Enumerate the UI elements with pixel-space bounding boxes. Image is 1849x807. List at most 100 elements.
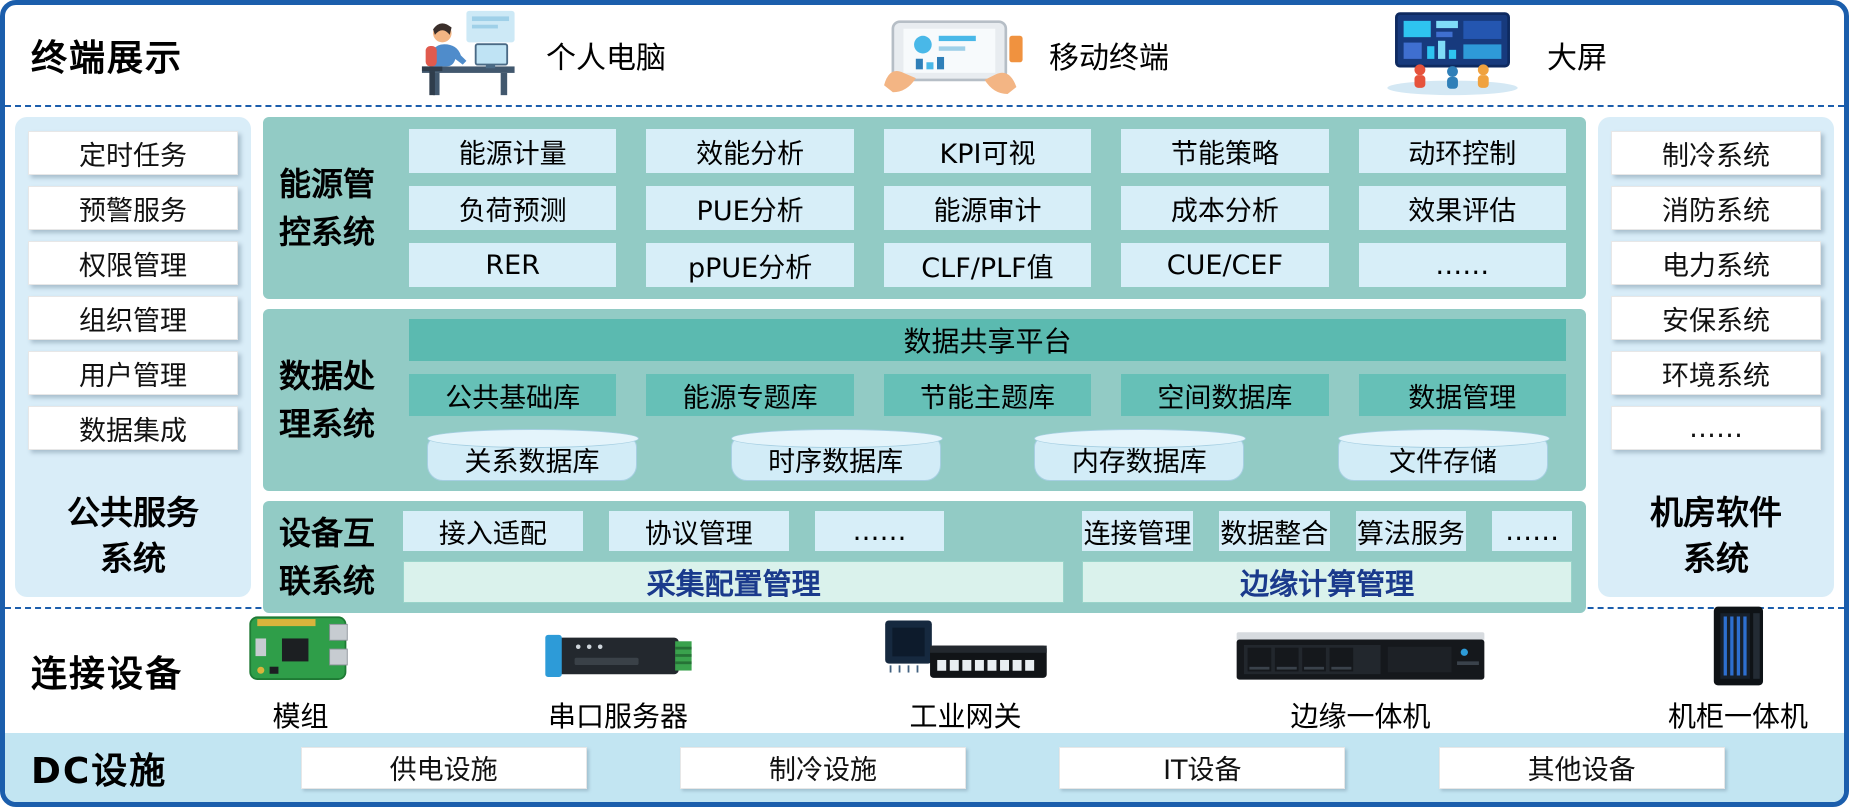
device-item-label: 模组 — [272, 700, 329, 733]
data-repository: 公共基础库 — [409, 374, 617, 416]
device-feature: …… — [814, 511, 945, 551]
big-screen-icon — [1380, 10, 1525, 100]
public-services-panel-label: 公共服务 系统 — [67, 493, 199, 579]
device-item-label: 边缘一体机 — [1290, 700, 1431, 733]
collection-config-group-bar: 采集配置管理 — [403, 561, 1065, 603]
energy-feature: 成本分析 — [1121, 186, 1329, 230]
connected-devices-row: 连接设备 模组 — [5, 606, 1844, 733]
data-sharing-platform-bar: 数据共享平台 — [409, 319, 1566, 361]
database-label: 时序数据库 — [768, 446, 904, 478]
energy-system-label: 能源管 控系统 — [279, 165, 376, 251]
device-system-label: 设备互 联系统 — [279, 514, 376, 600]
device-feature: 数据整合 — [1218, 511, 1330, 551]
energy-feature: RER — [409, 243, 617, 287]
middle-zone: 定时任务 预警服务 权限管理 组织管理 用户管理 数据集成 公共服务 系统 能源… — [5, 107, 1844, 613]
energy-feature: KPI可视 — [883, 129, 1092, 173]
terminal-item-label: 大屏 — [1546, 41, 1607, 76]
module-board-icon — [243, 612, 358, 691]
energy-feature: pPUE分析 — [646, 243, 854, 287]
dc-facility-item: IT设备 — [1059, 746, 1346, 789]
edge-computing-column: 连接管理 数据整合 算法服务 …… 边缘计算管理 — [1082, 509, 1572, 605]
serial-server-icon — [538, 623, 698, 691]
machine-room-item: 安保系统 — [1611, 296, 1821, 340]
database-label: 文件存储 — [1388, 446, 1497, 478]
device-feature: 接入适配 — [403, 511, 583, 551]
data-repository-row: 公共基础库 能源专题库 节能主题库 空间数据库 数据管理 — [409, 374, 1566, 416]
data-repository: 能源专题库 — [646, 374, 854, 416]
devices-row-label: 连接设备 — [31, 654, 184, 695]
energy-feature: CLF/PLF值 — [883, 243, 1092, 287]
center-systems: 能源管 控系统 能源计量 效能分析 KPI可视 节能策略 动环控制 负荷预测 P… — [263, 117, 1586, 613]
data-repository: 数据管理 — [1358, 374, 1566, 416]
device-system-content: 接入适配 协议管理 …… 采集配置管理 连接管理 数据整合 算法服务 …… — [403, 509, 1572, 605]
terminal-items: 个人电脑 — [183, 9, 1818, 101]
machine-room-item: …… — [1611, 406, 1821, 450]
collection-config-buttons: 接入适配 协议管理 …… — [403, 511, 1064, 551]
database-cylinder: 内存数据库 — [1034, 429, 1247, 481]
machine-room-item: 制冷系统 — [1611, 131, 1821, 175]
device-feature: 连接管理 — [1082, 511, 1193, 551]
energy-feature: 动环控制 — [1358, 129, 1566, 173]
dc-facility-item: 其他设备 — [1438, 746, 1725, 789]
terminal-row-label: 终端展示 — [31, 38, 184, 79]
machine-room-panel-label: 机房软件 系统 — [1650, 493, 1782, 579]
energy-feature: 效能分析 — [646, 129, 854, 173]
device-item-module: 模组 — [243, 612, 358, 735]
public-service-item: 用户管理 — [28, 351, 238, 395]
terminal-item-label: 个人电脑 — [546, 41, 666, 76]
edge-server-icon — [1233, 623, 1488, 691]
industrial-gateway-icon — [878, 615, 1053, 691]
devices-items: 模组 串口服务器 — [183, 599, 1818, 743]
database-cylinder: 时序数据库 — [730, 429, 943, 481]
device-item-label: 串口服务器 — [547, 700, 688, 733]
desktop-user-icon — [394, 9, 524, 101]
energy-feature: PUE分析 — [646, 186, 854, 230]
public-service-item: 定时任务 — [28, 131, 238, 175]
terminal-item-bigscreen: 大屏 — [1380, 10, 1607, 100]
device-item-label: 机柜一体机 — [1667, 700, 1808, 733]
tablet-hands-icon — [877, 11, 1027, 99]
public-service-item: 组织管理 — [28, 296, 238, 340]
energy-feature: 能源审计 — [883, 186, 1092, 230]
database-label: 关系数据库 — [464, 446, 600, 478]
device-item-edge-server: 边缘一体机 — [1233, 623, 1488, 735]
edge-computing-buttons: 连接管理 数据整合 算法服务 …… — [1082, 511, 1572, 551]
device-feature: 协议管理 — [608, 511, 789, 551]
collection-config-column: 接入适配 协议管理 …… 采集配置管理 — [403, 509, 1065, 605]
machine-room-software-panel: 制冷系统 消防系统 电力系统 安保系统 环境系统 …… 机房软件 系统 — [1598, 117, 1834, 597]
device-item-industrial-gateway: 工业网关 — [878, 615, 1053, 735]
dc-items: 供电设施 制冷设施 IT设备 其他设备 — [167, 746, 1818, 789]
terminal-item-pc: 个人电脑 — [394, 9, 666, 101]
edge-computing-group-bar: 边缘计算管理 — [1082, 561, 1572, 603]
energy-feature: …… — [1358, 243, 1566, 287]
device-item-cabinet: 机柜一体机 — [1668, 605, 1808, 735]
database-label: 内存数据库 — [1071, 446, 1207, 478]
public-service-item: 数据集成 — [28, 406, 238, 450]
dc-facility-item: 供电设施 — [300, 746, 587, 789]
device-interconnection-system-panel: 设备互 联系统 接入适配 协议管理 …… 采集配置管理 连接管理 数据整合 — [263, 501, 1586, 613]
public-services-panel: 定时任务 预警服务 权限管理 组织管理 用户管理 数据集成 公共服务 系统 — [15, 117, 251, 597]
dc-facilities-row: DC设施 供电设施 制冷设施 IT设备 其他设备 — [5, 733, 1844, 802]
energy-feature-grid: 能源计量 效能分析 KPI可视 节能策略 动环控制 负荷预测 PUE分析 能源审… — [403, 125, 1572, 291]
energy-feature: CUE/CEF — [1121, 243, 1329, 287]
public-service-item: 预警服务 — [28, 186, 238, 230]
terminal-display-row: 终端展示 — [5, 5, 1844, 107]
database-cylinder: 文件存储 — [1337, 429, 1550, 481]
data-system-content: 数据共享平台 公共基础库 能源专题库 节能主题库 空间数据库 数据管理 关系数据… — [403, 317, 1572, 483]
device-feature: …… — [1492, 511, 1572, 551]
energy-feature: 节能策略 — [1121, 129, 1329, 173]
dc-row-label: DC设施 — [31, 750, 168, 792]
energy-feature: 负荷预测 — [409, 186, 617, 230]
machine-room-item: 环境系统 — [1611, 351, 1821, 395]
data-repository: 节能主题库 — [883, 374, 1092, 416]
energy-control-system-panel: 能源管 控系统 能源计量 效能分析 KPI可视 节能策略 动环控制 负荷预测 P… — [263, 117, 1586, 299]
device-feature: 算法服务 — [1355, 511, 1467, 551]
energy-feature: 能源计量 — [409, 129, 617, 173]
public-service-item: 权限管理 — [28, 241, 238, 285]
data-repository: 空间数据库 — [1121, 374, 1329, 416]
dc-facility-item: 制冷设施 — [679, 746, 966, 789]
machine-room-item: 消防系统 — [1611, 186, 1821, 230]
energy-feature: 效果评估 — [1358, 186, 1566, 230]
device-item-serial-server: 串口服务器 — [538, 623, 698, 735]
